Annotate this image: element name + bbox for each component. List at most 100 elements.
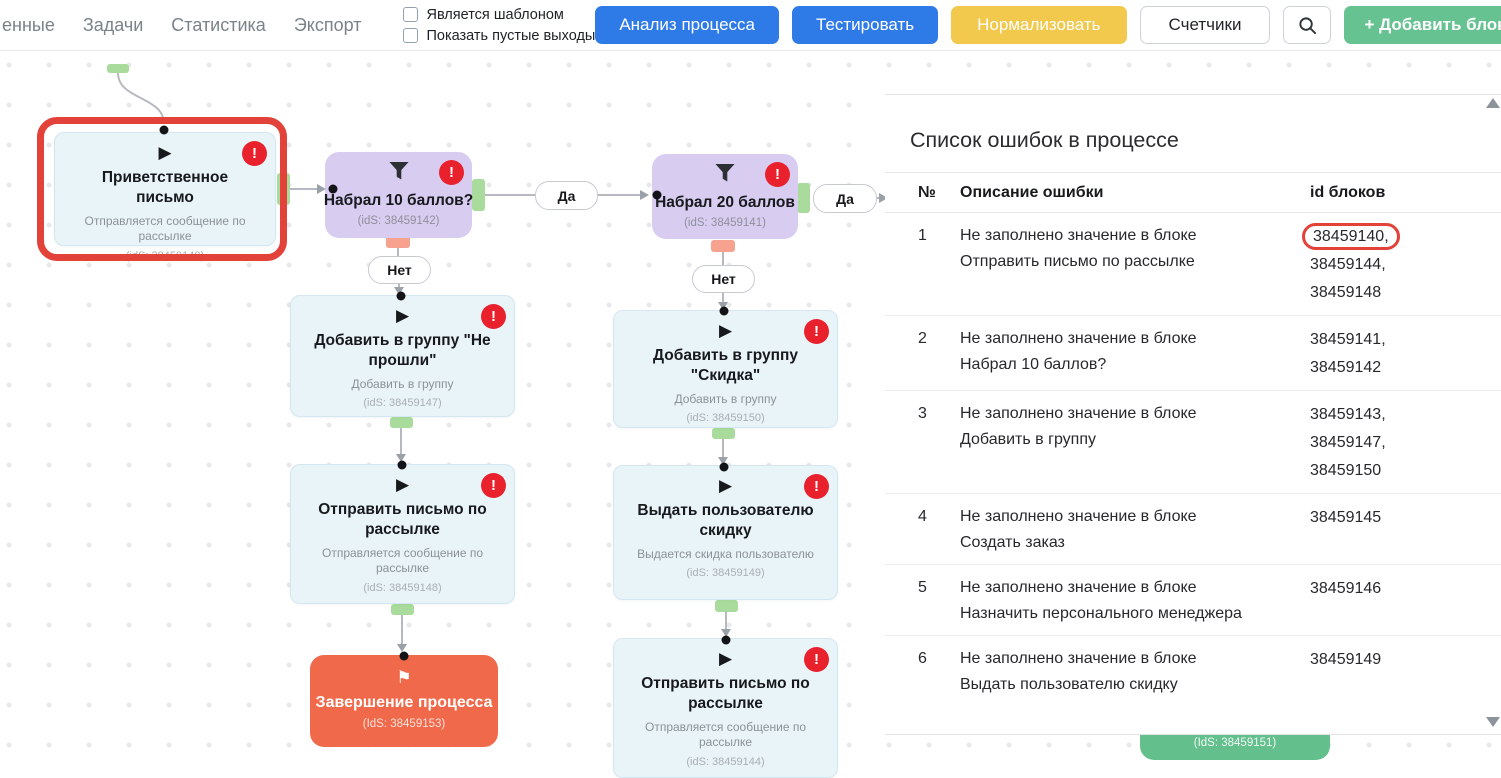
- is-template-label: Является шаблоном: [426, 6, 564, 23]
- output-connector[interactable]: [277, 173, 290, 205]
- output-connector-no[interactable]: [386, 236, 410, 248]
- node-subtitle: Добавить в группу: [351, 376, 454, 391]
- error-num: 2: [918, 330, 927, 347]
- node-subtitle: Выдается скидка пользователю: [637, 546, 814, 561]
- filter-icon: [713, 163, 737, 191]
- search-icon: [1298, 16, 1317, 35]
- node-give-discount[interactable]: ▶ Выдать пользователю скидку Выдается ск…: [613, 465, 838, 600]
- error-description: Не заполнено значение в блоке Набрал 10 …: [960, 330, 1197, 373]
- error-badge-icon: !: [481, 304, 506, 329]
- filter-icon: [387, 161, 411, 189]
- node-add-group-fail[interactable]: ▶ Добавить в группу "Не прошли" Добавить…: [290, 295, 515, 417]
- divider: [885, 172, 1501, 173]
- output-connector-yes[interactable]: [797, 183, 810, 213]
- node-title: Добавить в группу "Не прошли": [314, 332, 491, 369]
- error-description: Не заполнено значение в блоке Добавить в…: [960, 405, 1197, 448]
- node-id: (idS: 38459147): [363, 397, 442, 410]
- node-finish-process[interactable]: ⚑ Завершение процесса (IdS: 38459153): [310, 655, 498, 747]
- error-row: 4 Не заполнено значение в блоке Создать …: [885, 494, 1501, 565]
- counters-button[interactable]: Счетчики: [1139, 6, 1271, 44]
- error-badge-icon: !: [242, 141, 267, 166]
- panel-title: Список ошибок в процессе: [910, 128, 1179, 152]
- tab-statistics[interactable]: Статистика: [171, 14, 266, 35]
- toolbar: енные Задачи Статистика Экспорт Является…: [0, 0, 1501, 51]
- error-row: 2 Не заполнено значение в блоке Набрал 1…: [885, 316, 1501, 391]
- error-block-ids: 38459146: [1310, 580, 1382, 597]
- is-template-checkbox[interactable]: [403, 7, 419, 22]
- branch-label-yes[interactable]: Да: [813, 184, 877, 213]
- node-id: (idS: 38459144): [686, 755, 765, 768]
- tab-export[interactable]: Экспорт: [293, 14, 362, 35]
- test-button[interactable]: Тестировать: [792, 6, 939, 44]
- scroll-up-icon[interactable]: [1486, 98, 1500, 108]
- toolbar-buttons: Анализ процесса Тестировать Нормализоват…: [595, 6, 1501, 44]
- play-icon: ▶: [718, 321, 733, 340]
- node-title: Набрал 10 баллов?: [323, 192, 474, 209]
- checkbox-group: Является шаблоном Показать пустые выходы: [403, 7, 595, 44]
- node-id: (idS: 38459150): [686, 412, 765, 425]
- column-header-ids: id блоков: [1310, 184, 1386, 201]
- node-title: Завершение процесса: [315, 694, 493, 711]
- output-connector[interactable]: [715, 600, 738, 612]
- node-id: (idS: 38459142): [357, 214, 440, 227]
- normalize-button[interactable]: Нормализовать: [951, 6, 1127, 44]
- error-row: 5 Не заполнено значение в блоке Назначит…: [885, 565, 1501, 636]
- node-subtitle: Добавить в группу: [674, 391, 777, 406]
- node-subtitle: Отправляется сообщение по рассылке: [644, 719, 807, 750]
- branch-label-no[interactable]: Нет: [692, 265, 755, 293]
- error-row: 3 Не заполнено значение в блоке Добавить…: [885, 391, 1501, 494]
- node-send-mail-1[interactable]: ▶ Отправить письмо по рассылке Отправляе…: [290, 464, 515, 604]
- play-icon: ▶: [395, 475, 410, 494]
- column-header-num: №: [918, 184, 936, 201]
- error-block-ids: 38459140, 38459144, 38459148: [1302, 223, 1501, 307]
- node-welcome-email[interactable]: ▶ Приветственное письмо Отправляется соо…: [54, 132, 276, 262]
- node-subtitle: Отправляется сообщение по рассылке: [84, 213, 246, 244]
- error-badge-icon: !: [765, 162, 790, 187]
- output-connector[interactable]: [391, 604, 414, 615]
- output-connector-no[interactable]: [711, 240, 735, 252]
- error-num: 5: [918, 579, 927, 596]
- node-id: (idS: 38459141): [684, 216, 766, 229]
- column-header-desc: Описание ошибки: [960, 184, 1104, 201]
- error-num: 4: [918, 508, 927, 525]
- error-num: 6: [918, 650, 927, 667]
- output-connector[interactable]: [107, 64, 129, 73]
- tab-tasks[interactable]: Задачи: [82, 14, 144, 35]
- error-block-ids: 38459149: [1310, 651, 1382, 668]
- analyze-process-button[interactable]: Анализ процесса: [595, 6, 780, 44]
- play-icon: ▶: [718, 476, 733, 495]
- output-connector-yes[interactable]: [472, 179, 485, 211]
- node-subtitle: Отправляется сообщение по рассылке: [321, 545, 484, 576]
- node-id: (idS: 38459149): [686, 567, 765, 580]
- error-description: Не заполнено значение в блоке Создать за…: [960, 508, 1197, 551]
- show-empty-outputs-row: Показать пустые выходы: [403, 28, 595, 44]
- show-empty-outputs-checkbox[interactable]: [403, 28, 419, 43]
- output-connector[interactable]: [390, 417, 413, 428]
- play-icon: ▶: [158, 143, 172, 162]
- tab-cut-off[interactable]: енные: [2, 14, 55, 35]
- error-badge-icon: !: [481, 473, 506, 498]
- search-button[interactable]: [1283, 6, 1332, 44]
- show-empty-outputs-label: Показать пустые выходы: [426, 27, 596, 44]
- node-id: (idS: 38459140): [125, 249, 205, 262]
- play-icon: ▶: [718, 649, 733, 668]
- node-add-group-discount[interactable]: ▶ Добавить в группу "Скидка" Добавить в …: [613, 310, 838, 428]
- play-icon: ▶: [395, 306, 410, 325]
- error-badge-icon: !: [804, 474, 829, 499]
- is-template-row: Является шаблоном: [403, 7, 595, 23]
- node-score-20[interactable]: Набрал 20 баллов (idS: 38459141) !: [652, 154, 798, 239]
- node-send-mail-2[interactable]: ▶ Отправить письмо по рассылке Отправляе…: [613, 638, 838, 778]
- node-title: Набрал 20 баллов: [655, 194, 795, 211]
- branch-label-yes[interactable]: Да: [535, 181, 598, 210]
- node-score-10[interactable]: Набрал 10 баллов? (idS: 38459142) !: [324, 152, 473, 238]
- node-title: Приветственное письмо: [101, 169, 229, 206]
- output-connector[interactable]: [712, 428, 735, 439]
- add-block-button[interactable]: + Добавить блок ▾: [1344, 6, 1501, 44]
- error-num: 1: [918, 227, 927, 244]
- error-list-panel: Список ошибок в процессе № Описание ошиб…: [885, 94, 1501, 735]
- error-row: 1 Не заполнено значение в блоке Отправит…: [885, 213, 1501, 316]
- branch-label-no[interactable]: Нет: [368, 256, 431, 284]
- scroll-down-icon[interactable]: [1486, 717, 1500, 727]
- error-block-ids: 38459141, 38459142: [1310, 331, 1386, 376]
- node-id: (IdS: 38459151): [1193, 737, 1277, 749]
